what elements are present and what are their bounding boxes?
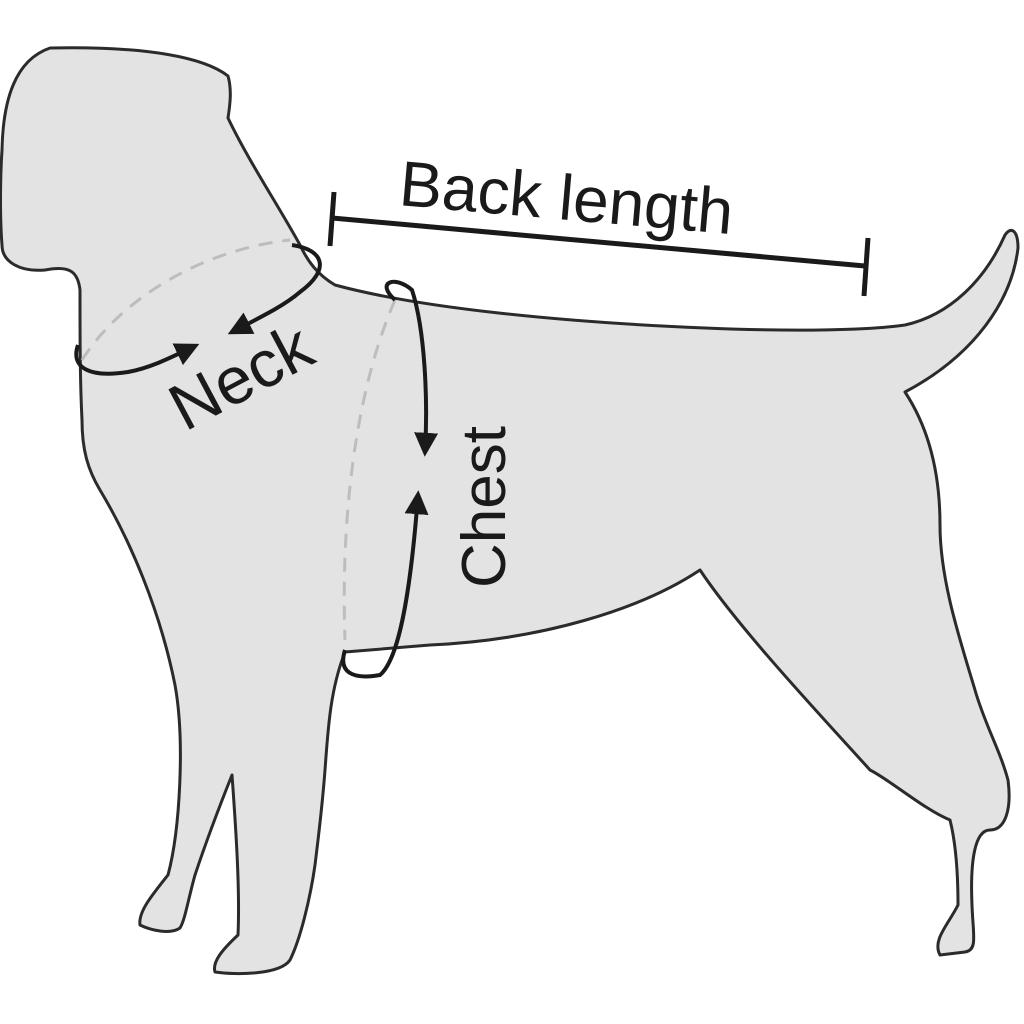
chest-measure [341, 279, 439, 679]
neck-guide-dashed [80, 238, 291, 361]
back-length-measure [327, 191, 871, 297]
neck-measure [74, 243, 322, 376]
dog-silhouette [0, 46, 1020, 976]
chest-guide-dashed [342, 299, 397, 641]
back-length-label: Back length [397, 147, 736, 248]
chest-label: Chest [450, 426, 519, 588]
